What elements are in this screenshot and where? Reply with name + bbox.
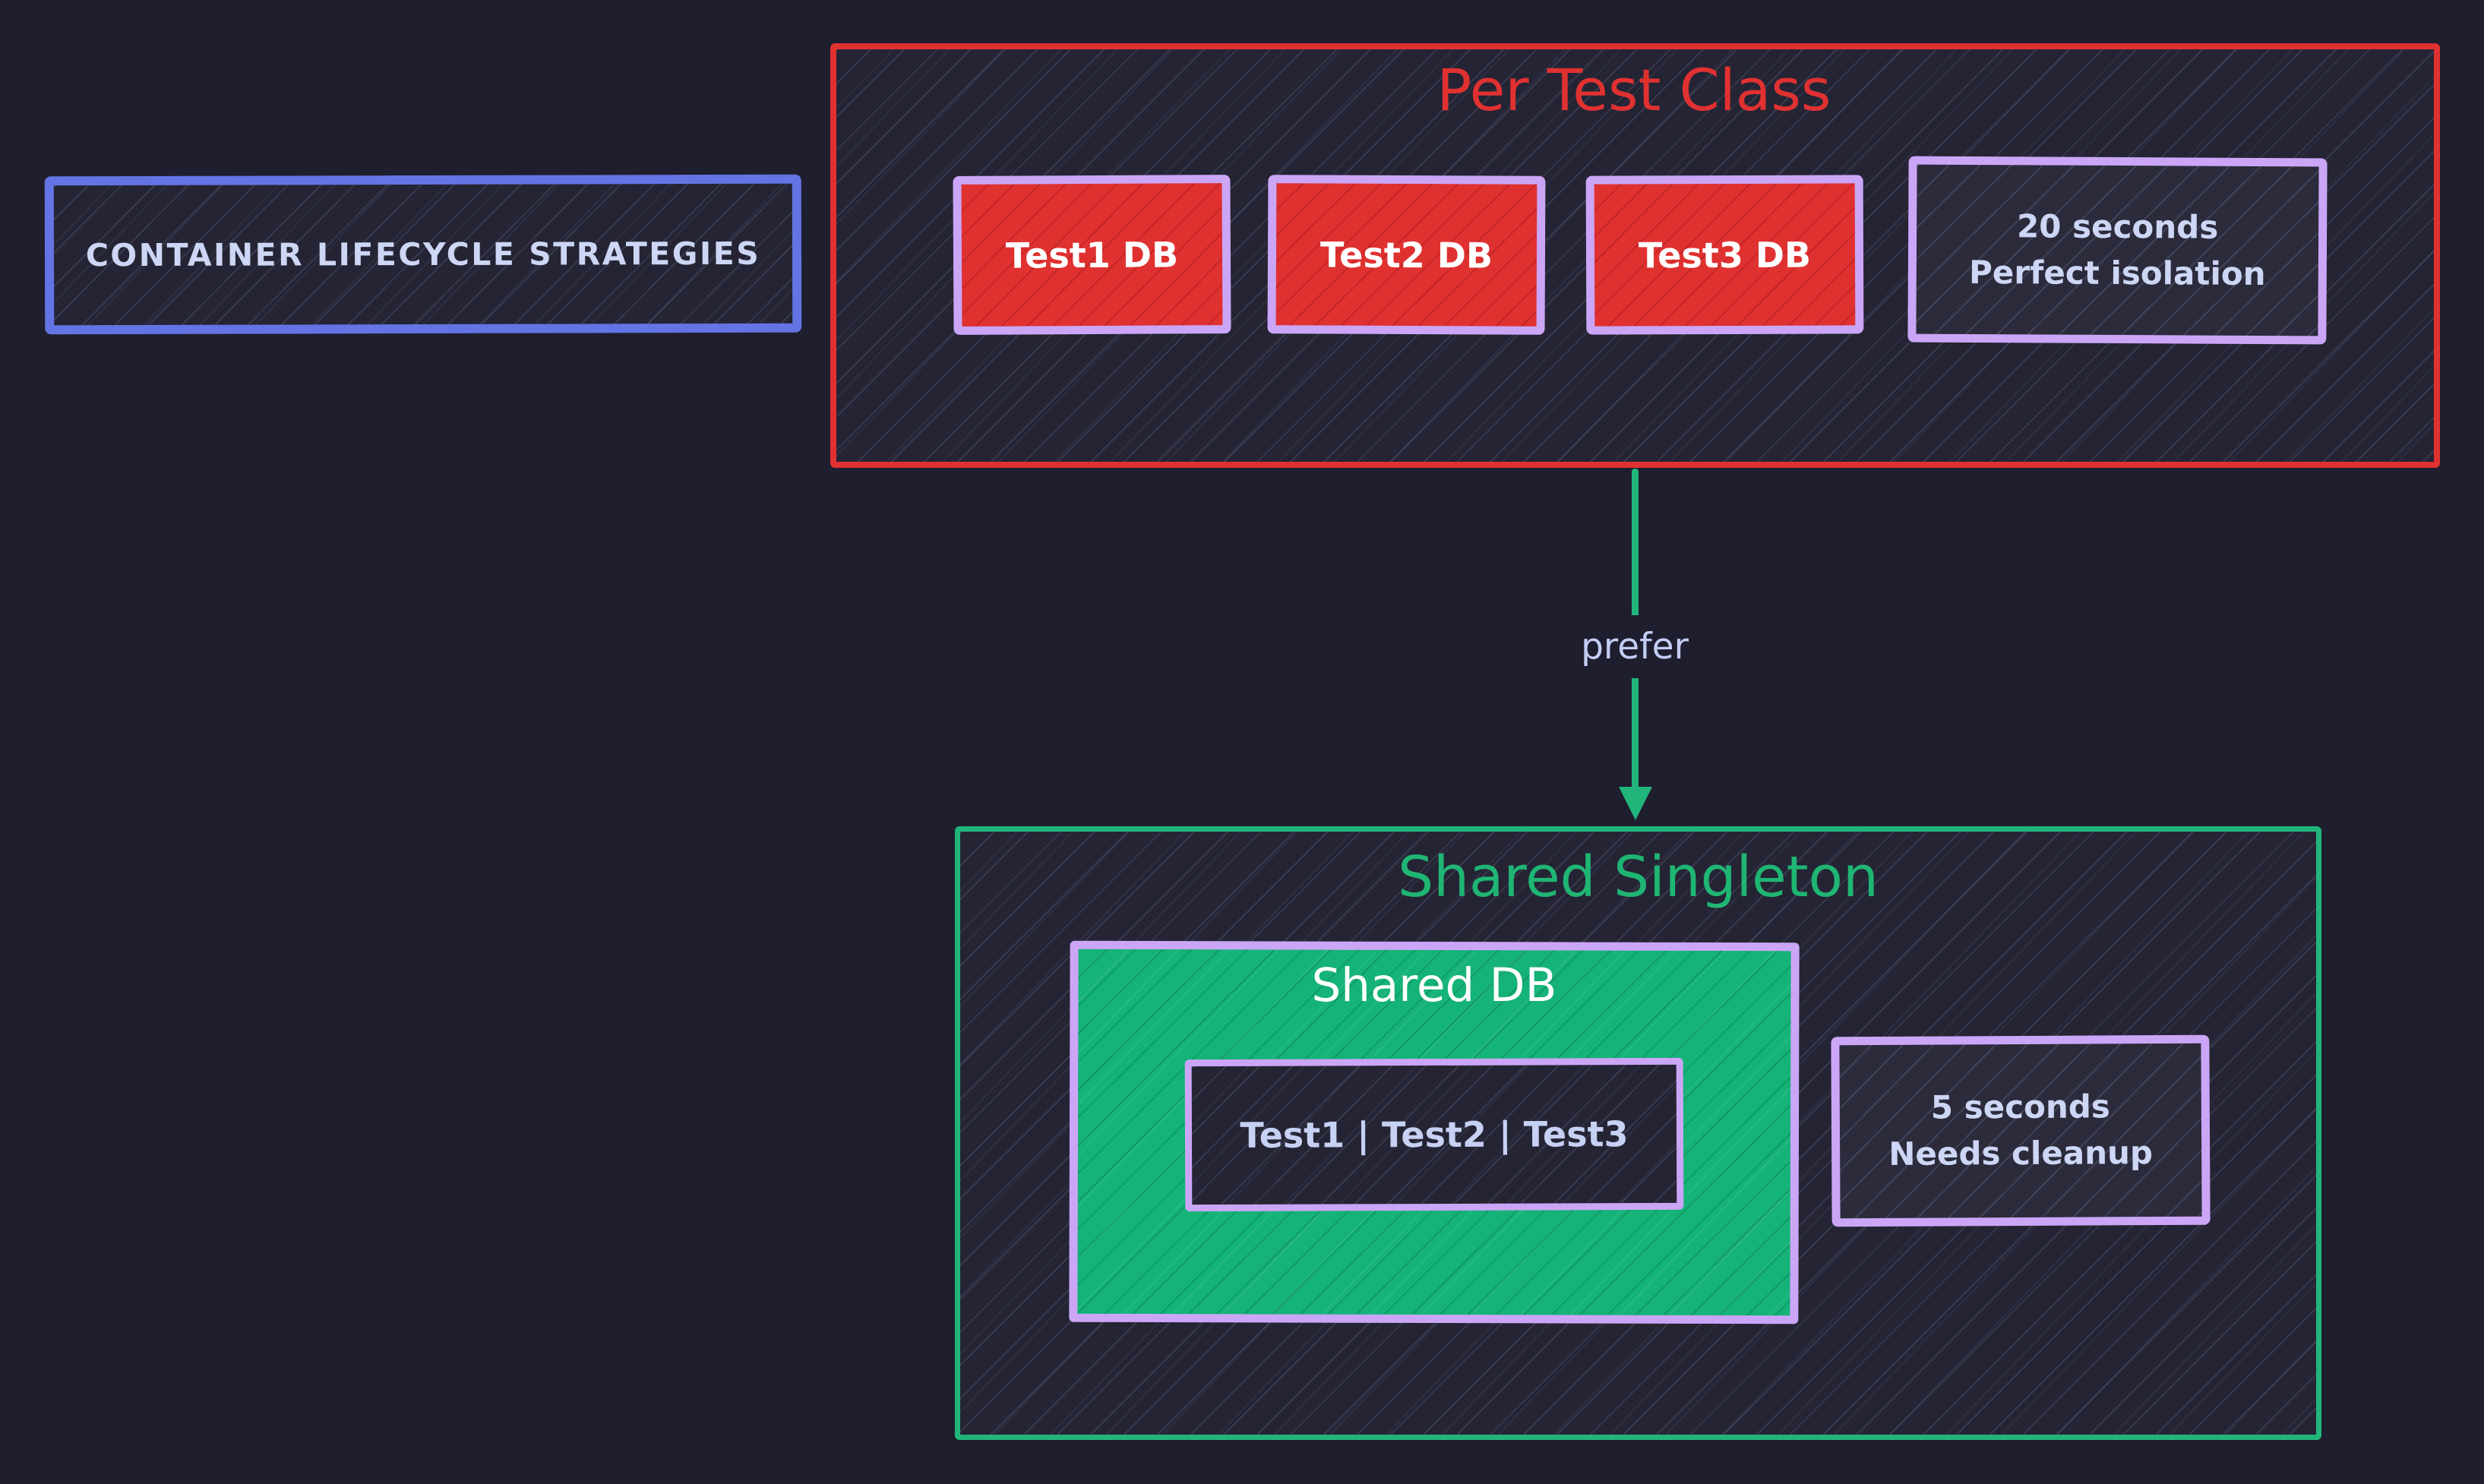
per-test-class-title: Per Test Class	[1436, 56, 1831, 124]
test3-db-label: Test3 DB	[1638, 234, 1812, 276]
isolation-note-line2: Perfect isolation	[1968, 253, 2266, 292]
prefer-arrow-label: prefer	[1567, 615, 1702, 678]
isolation-note-box: 20 seconds Perfect isolation	[1907, 156, 2328, 345]
shared-db-title: Shared DB	[1311, 958, 1557, 1012]
isolation-note-line1: 20 seconds	[2016, 207, 2219, 246]
test1-db-label: Test1 DB	[1005, 233, 1179, 276]
test2-db-label: Test2 DB	[1319, 234, 1493, 276]
shared-db-tests-label: Test1 | Test2 | Test3	[1240, 1113, 1629, 1156]
cleanup-note-box: 5 seconds Needs cleanup	[1831, 1034, 2211, 1227]
prefer-arrow-head-icon	[1619, 787, 1652, 820]
header-box: CONTAINER LIFECYCLE STRATEGIES	[44, 174, 802, 335]
cleanup-note-line2: Needs cleanup	[1888, 1134, 2154, 1173]
cleanup-note-line1: 5 seconds	[1930, 1088, 2110, 1126]
header-label: CONTAINER LIFECYCLE STRATEGIES	[85, 235, 761, 274]
test1-db-box: Test1 DB	[953, 175, 1231, 335]
test3-db-box: Test3 DB	[1585, 175, 1864, 335]
shared-singleton-title: Shared Singleton	[1398, 845, 1879, 910]
shared-db-tests-box: Test1 | Test2 | Test3	[1184, 1057, 1684, 1212]
test2-db-box: Test2 DB	[1267, 175, 1546, 335]
